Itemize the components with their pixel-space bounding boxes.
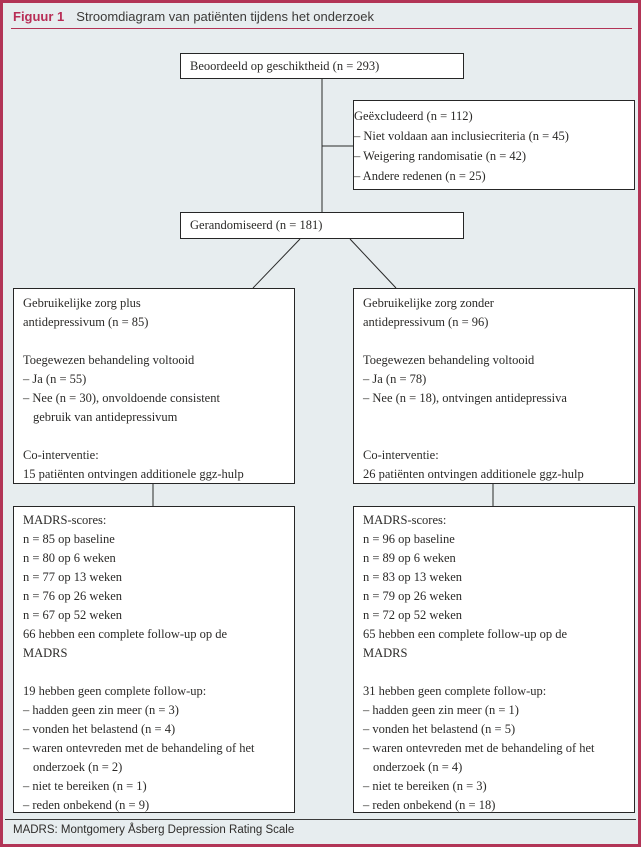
box-line: – reden onbekend (n = 9)	[23, 798, 150, 812]
box-line: Gerandomiseerd (n = 181)	[190, 218, 323, 232]
box-line: MADRS-scores:	[23, 513, 107, 527]
box-line: n = 89 op 6 weken	[363, 551, 456, 565]
footer-divider	[5, 819, 636, 820]
box-line: onderzoek (n = 2)	[33, 760, 123, 774]
figure-title-text: Stroomdiagram van patiënten tijdens het …	[76, 9, 375, 24]
box-line: 15 patiënten ontvingen additionele ggz-h…	[23, 467, 244, 481]
box-excluded: Geëxcludeerd (n = 112) – Niet voldaan aan…	[353, 100, 635, 190]
box-arm-usual-care-plus-antidepressant: Gebruikelijke zorg plus antidepressivum (…	[13, 288, 295, 484]
box-line: – Ja (n = 78)	[363, 372, 427, 386]
box-line: antidepressivum (n = 85)	[23, 315, 149, 329]
figure-number-label: Figuur 1	[13, 9, 65, 24]
box-arm-usual-care-without-antidepressant: Gebruikelijke zorg zonder antidepressivum…	[353, 288, 635, 484]
box-randomized: Gerandomiseerd (n = 181)	[180, 212, 464, 239]
box-line: n = 79 op 26 weken	[363, 589, 463, 603]
box-line: – Nee (n = 30), onvoldoende consistent	[23, 391, 220, 405]
box-line: 31 hebben geen complete follow-up:	[363, 684, 547, 698]
box-line: n = 76 op 26 weken	[23, 589, 123, 603]
box-line: – waren ontevreden met de behandeling of…	[363, 741, 595, 755]
box-line: – Nee (n = 18), ontvingen antidepressiva	[363, 391, 567, 405]
box-line	[23, 332, 285, 351]
box-line: 19 hebben geen complete follow-up:	[23, 684, 207, 698]
box-line: Toegewezen behandeling voltooid	[23, 353, 195, 367]
box-line: – niet te bereiken (n = 1)	[23, 779, 147, 793]
box-assessed-eligibility: Beoordeeld op geschiktheid (n = 293)	[180, 53, 464, 79]
box-line: – Weigering randomisatie (n = 42)	[354, 149, 527, 163]
box-line: n = 85 op baseline	[23, 532, 115, 546]
box-line: n = 72 op 52 weken	[363, 608, 463, 622]
connector-randomized-to-right-arm	[349, 238, 397, 289]
box-line: – reden onbekend (n = 18)	[363, 798, 496, 812]
box-line: Gebruikelijke zorg plus	[23, 296, 141, 310]
box-line: Gebruikelijke zorg zonder	[363, 296, 494, 310]
box-line: – Ja (n = 55)	[23, 372, 87, 386]
box-line: onderzoek (n = 4)	[373, 760, 463, 774]
box-line: n = 67 op 52 weken	[23, 608, 123, 622]
box-line: – niet te bereiken (n = 3)	[363, 779, 487, 793]
box-line	[363, 332, 625, 351]
title-divider	[11, 28, 632, 29]
figure-footnote: MADRS: Montgomery Åsberg Depression Rati…	[13, 824, 295, 836]
box-line: MADRS	[363, 646, 408, 660]
box-line: Beoordeeld op geschiktheid (n = 293)	[190, 58, 380, 73]
box-line: Geëxcludeerd (n = 112)	[354, 109, 473, 123]
box-line: – hadden geen zin meer (n = 1)	[363, 703, 519, 717]
box-line: – waren ontevreden met de behandeling of…	[23, 741, 255, 755]
box-line: n = 96 op baseline	[363, 532, 455, 546]
box-line: n = 80 op 6 weken	[23, 551, 116, 565]
box-madrs-scores-left: MADRS-scores: n = 85 op baseline n = 80 op…	[13, 506, 295, 813]
box-line: gebruik van antidepressivum	[33, 410, 178, 424]
box-line: n = 77 op 13 weken	[23, 570, 123, 584]
box-line: MADRS	[23, 646, 68, 660]
box-line	[363, 427, 625, 446]
box-line: Co-interventie:	[363, 448, 439, 462]
box-madrs-scores-right: MADRS-scores: n = 96 op baseline n = 89 op…	[353, 506, 635, 813]
box-line: antidepressivum (n = 96)	[363, 315, 489, 329]
box-line: Toegewezen behandeling voltooid	[363, 353, 535, 367]
box-line	[23, 427, 285, 446]
box-line: – Niet voldaan aan inclusiecriteria (n =…	[354, 129, 569, 143]
box-line: Co-interventie:	[23, 448, 99, 462]
box-line	[363, 663, 625, 682]
box-line: – hadden geen zin meer (n = 3)	[23, 703, 179, 717]
box-line: n = 83 op 13 weken	[363, 570, 463, 584]
box-line	[363, 408, 625, 427]
box-line: MADRS-scores:	[363, 513, 447, 527]
box-line: 65 hebben een complete follow-up op de	[363, 627, 568, 641]
box-line: 66 hebben een complete follow-up op de	[23, 627, 228, 641]
box-line: – vonden het belastend (n = 4)	[23, 722, 176, 736]
box-line: – vonden het belastend (n = 5)	[363, 722, 516, 736]
box-line: 26 patiënten ontvingen additionele ggz-h…	[363, 467, 584, 481]
figure-title: Figuur 1 Stroomdiagram van patiënten tijd…	[13, 9, 628, 24]
connector-randomized-to-left-arm	[252, 238, 301, 289]
box-line	[23, 663, 285, 682]
box-line: – Andere redenen (n = 25)	[354, 169, 486, 183]
